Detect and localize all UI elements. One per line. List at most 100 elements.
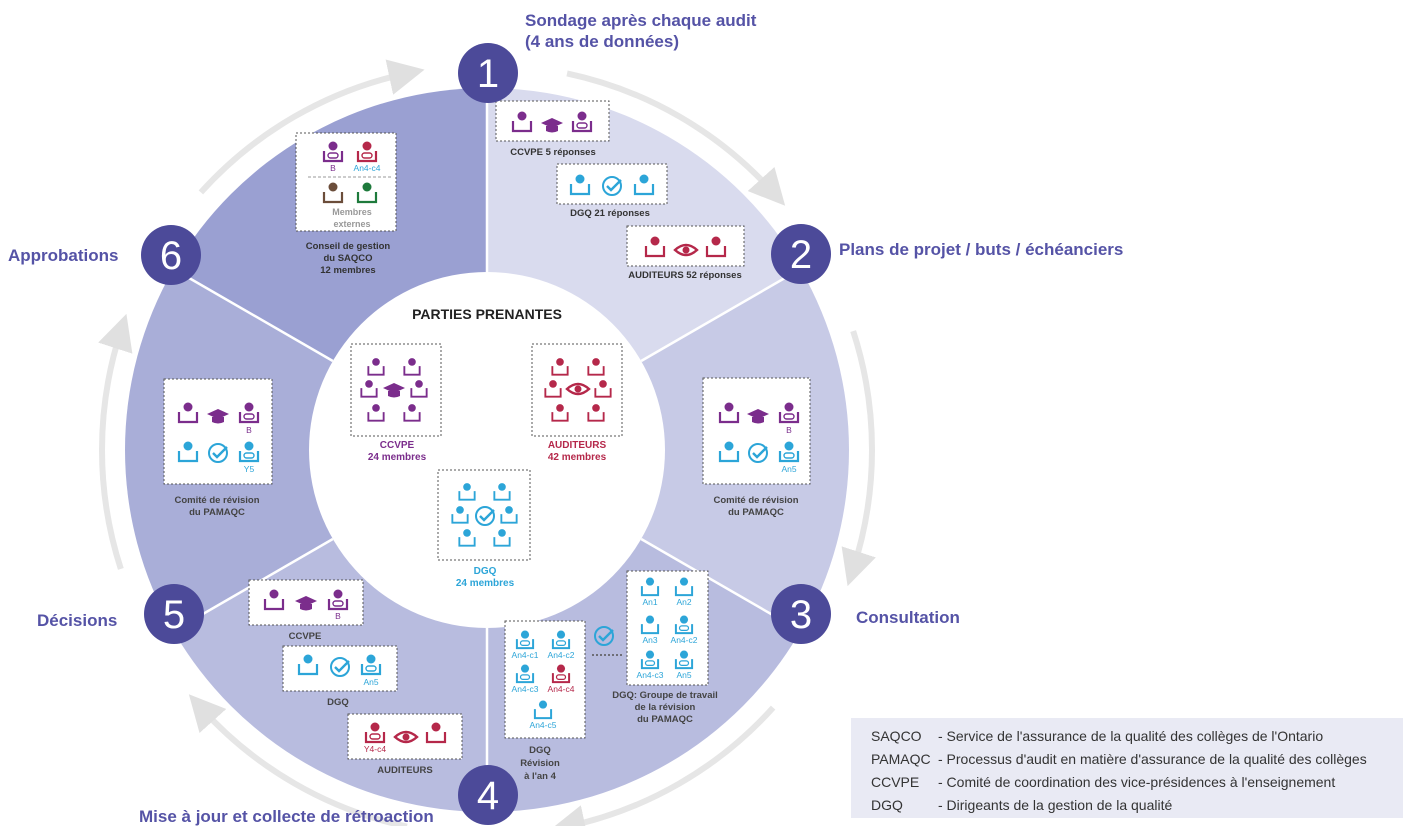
cap-base <box>300 604 312 611</box>
linked-person-icon <box>356 141 378 163</box>
link-icon <box>519 674 531 681</box>
badge-label: An4-c3 <box>512 684 539 694</box>
legend-row: SAQCO - Service de l'assurance de la qua… <box>871 728 1323 744</box>
eye-pupil <box>682 246 690 254</box>
eye-outline <box>673 243 699 257</box>
link-icon <box>678 625 690 632</box>
person-desk <box>551 673 571 684</box>
person-desk <box>356 192 378 204</box>
person-desk <box>640 624 660 635</box>
link-icon <box>369 733 381 740</box>
person-desk <box>500 514 518 524</box>
person-desk <box>633 184 655 196</box>
person-desk <box>674 624 694 635</box>
person-desk <box>493 537 511 547</box>
person-icon <box>451 506 469 524</box>
check-icon <box>594 626 614 646</box>
cycle-arrow <box>98 313 133 570</box>
eye-outline <box>393 730 419 744</box>
check-mark <box>479 509 495 522</box>
legend-abbr: SAQCO <box>871 728 922 744</box>
stage1-auditeurs-caption: AUDITEURS 52 réponses <box>628 270 742 281</box>
person-desk <box>718 412 740 424</box>
cycle-arrow <box>566 70 786 206</box>
person-head <box>592 358 600 366</box>
person-icon <box>569 174 591 196</box>
center-title: PARTIES PRENANTES <box>412 306 562 322</box>
step-number: 4 <box>477 774 499 818</box>
badge-label: An3 <box>642 635 657 645</box>
step-marker: 4 <box>458 765 518 825</box>
stage3-workgroup-caption-3: du PAMAQC <box>637 714 693 725</box>
badge-label: An5 <box>676 670 691 680</box>
ring-sector <box>487 269 849 631</box>
stage2-caption-line-1: Comité de révision <box>714 495 799 506</box>
step-marker: 6 <box>141 225 201 285</box>
person-desk <box>533 709 553 720</box>
person-head <box>415 380 423 388</box>
cycle-arrow <box>841 330 876 587</box>
step-circle <box>458 765 518 825</box>
person-head <box>372 404 380 412</box>
person-desk <box>778 412 800 424</box>
person-head <box>333 589 343 599</box>
check-icon <box>208 443 228 463</box>
person-desk <box>322 151 344 163</box>
linked-person-icon <box>778 402 800 424</box>
person-icon <box>493 483 511 501</box>
person-icon <box>587 358 605 376</box>
linked-person-icon <box>364 722 386 744</box>
person-icon <box>177 441 199 463</box>
person-icon <box>533 700 553 720</box>
person-desk <box>403 412 421 422</box>
person-desk <box>587 366 605 376</box>
link-icon <box>555 640 567 647</box>
eye-outline <box>565 382 591 396</box>
graduation-cap-icon <box>207 409 229 424</box>
badge-label: An4-c3 <box>637 670 664 680</box>
person-head <box>538 700 548 709</box>
check-mark <box>606 179 622 192</box>
step-4-label: Mise à jour et collecte de rétroaction <box>139 806 434 827</box>
person-desk <box>493 491 511 501</box>
linked-person-icon <box>360 654 382 676</box>
step-circle <box>771 584 831 644</box>
person-icon <box>410 380 428 398</box>
linked-person-icon <box>327 589 349 611</box>
linked-person-icon <box>515 664 535 684</box>
person-desk <box>297 664 319 676</box>
step-3-label: Consultation <box>856 607 960 628</box>
person-head <box>505 506 513 514</box>
stage3-revision-caption-2: Révision <box>520 758 560 769</box>
step-marker: 5 <box>144 584 204 644</box>
legend-row: CCVPE - Comité de coordination des vice-… <box>871 774 1335 790</box>
person-head <box>599 380 607 388</box>
person-head <box>362 182 372 192</box>
person-icon <box>644 236 666 258</box>
person-head <box>639 174 649 184</box>
person-icon <box>367 404 385 422</box>
badge-label: B <box>246 425 252 435</box>
person-desk <box>569 184 591 196</box>
person-icon <box>403 404 421 422</box>
step-3-label-line-1: Consultation <box>856 608 960 627</box>
stage4-auditeurs-caption: AUDITEURS <box>377 765 432 776</box>
person-desk <box>778 451 800 463</box>
badge-label: Y5 <box>244 464 255 474</box>
person-desk <box>587 412 605 422</box>
step-6-label-line-1: Approbations <box>8 246 119 265</box>
link-icon <box>243 413 255 420</box>
person-head <box>498 483 506 491</box>
stage6-caption-3: 12 membres <box>320 265 375 276</box>
person-desk <box>705 246 727 258</box>
person-icon <box>177 402 199 424</box>
badge-label: B <box>786 425 792 435</box>
step-5-label: Décisions <box>37 610 117 631</box>
badge-label: An4-c5 <box>530 720 557 730</box>
stage6-external-2: externes <box>333 219 370 229</box>
person-icon <box>425 722 447 744</box>
auditeurs-name: AUDITEURS <box>548 440 607 451</box>
person-head <box>549 380 557 388</box>
